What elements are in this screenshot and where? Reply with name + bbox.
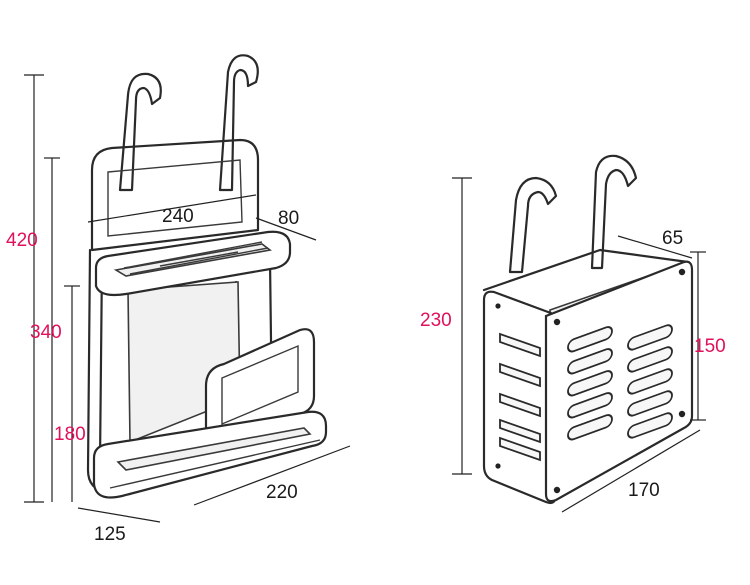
label-width-240: 240 [162,206,194,227]
label-depth-65: 65 [662,228,683,249]
right-rack-drawing [482,154,694,505]
label-depth-80: 80 [278,208,299,229]
label-height-340: 340 [30,322,62,343]
left-rack-drawing [86,54,328,499]
left-dimension-lines [24,74,351,523]
label-depth-125: 125 [94,524,126,545]
label-height-150: 150 [694,336,726,357]
right-panel-slots [567,324,673,441]
front-face-slots [499,332,541,462]
label-width-220: 220 [266,482,298,503]
label-height-230: 230 [420,310,452,331]
label-height-180: 180 [54,424,86,445]
label-width-170: 170 [628,480,660,501]
right-dimension-lines [452,177,706,513]
label-height-420: 420 [6,230,38,251]
